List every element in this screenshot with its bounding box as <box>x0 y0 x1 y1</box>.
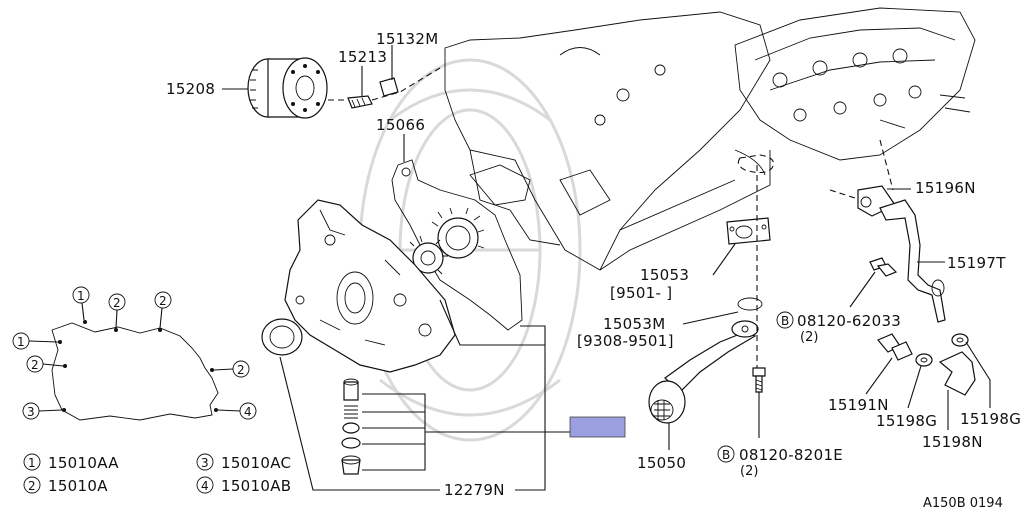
svg-text:4: 4 <box>201 479 209 493</box>
strainer-gasket <box>726 217 771 245</box>
callout-08120-8201E: 08120-8201E <box>739 446 843 464</box>
callout-15132M: 15132M <box>376 30 438 48</box>
callout-08120-62033: 08120-62033 <box>797 312 901 330</box>
svg-text:2: 2 <box>159 294 167 308</box>
svg-text:2: 2 <box>237 363 245 377</box>
front-cover-gasket <box>391 159 523 331</box>
legend-item: 4 15010AB <box>196 476 291 495</box>
svg-text:2: 2 <box>113 296 121 310</box>
callout-15197T: 15197T <box>947 254 1006 272</box>
pipe-bolt <box>869 257 898 277</box>
hose-clamp-b <box>951 333 969 347</box>
callout-15053M: 15053M <box>603 315 665 333</box>
legend: 1 15010AA 2 15010A 3 15010AC 4 15010AB <box>23 453 291 495</box>
front-oil-seal <box>261 318 303 356</box>
oil-hose <box>938 351 976 396</box>
svg-text:3: 3 <box>201 456 209 470</box>
svg-text:15010AB: 15010AB <box>221 477 291 495</box>
callout-12279N: 12279N <box>444 481 505 499</box>
callout-15053M-range: [9308-9501] <box>577 332 674 350</box>
pan-gasket-outline <box>51 320 219 421</box>
gasket-o-ring <box>737 297 763 311</box>
gasket-markers: 1 2 2 1 2 2 3 4 <box>12 286 257 420</box>
legend-item: 2 15010A <box>23 476 108 495</box>
oil-pump-body <box>284 199 456 373</box>
legend-item: 1 15010AA <box>23 453 119 472</box>
svg-text:2: 2 <box>28 479 36 493</box>
svg-text:1: 1 <box>17 335 25 349</box>
callout-15213: 15213 <box>338 48 387 66</box>
callout-15208: 15208 <box>166 80 215 98</box>
svg-text:15010AC: 15010AC <box>221 454 291 472</box>
bolt-b-marker: B <box>722 448 730 462</box>
oil-filter <box>247 57 328 119</box>
oil-pipe <box>879 199 946 323</box>
callout-15066: 15066 <box>376 116 425 134</box>
engine-block <box>444 11 771 271</box>
callout-08120-8201E-qty: (2) <box>740 464 758 479</box>
svg-text:15010A: 15010A <box>48 477 108 495</box>
callout-08120-62033-qty: (2) <box>800 330 818 345</box>
bolt-a-marker: B <box>781 314 789 328</box>
oil-pump-gear <box>409 235 448 275</box>
strainer-bolt <box>752 367 766 393</box>
svg-text:15010AA: 15010AA <box>48 454 119 472</box>
callout-15053: 15053 <box>640 266 689 284</box>
oil-strainer <box>648 320 759 424</box>
svg-text:4: 4 <box>244 405 252 419</box>
hose-clamp-a <box>915 353 933 367</box>
svg-text:2: 2 <box>31 358 39 372</box>
callout-15050: 15050 <box>637 454 686 472</box>
figure-code: A150B 0194 <box>923 496 1003 511</box>
legend-item: 3 15010AC <box>196 453 291 472</box>
callout-15191N: 15191N <box>828 396 889 414</box>
callout-15053-range: [9501- ] <box>610 284 672 302</box>
svg-text:3: 3 <box>27 405 35 419</box>
callout-15198N: 15198N <box>922 433 983 451</box>
sprocket <box>431 207 485 259</box>
relief-valve-parts <box>341 378 361 475</box>
highlight-marker <box>569 416 626 438</box>
cylinder-head <box>734 7 976 161</box>
callout-15198G-a: 15198G <box>876 412 937 430</box>
callout-15198G-b: 15198G <box>960 410 1021 428</box>
filter-stud <box>347 95 373 109</box>
svg-text:1: 1 <box>77 289 85 303</box>
callout-15196N: 15196N <box>915 179 976 197</box>
oil-pressure-plug <box>379 77 399 97</box>
oil-pressure-switch <box>877 333 913 361</box>
svg-text:1: 1 <box>28 456 36 470</box>
